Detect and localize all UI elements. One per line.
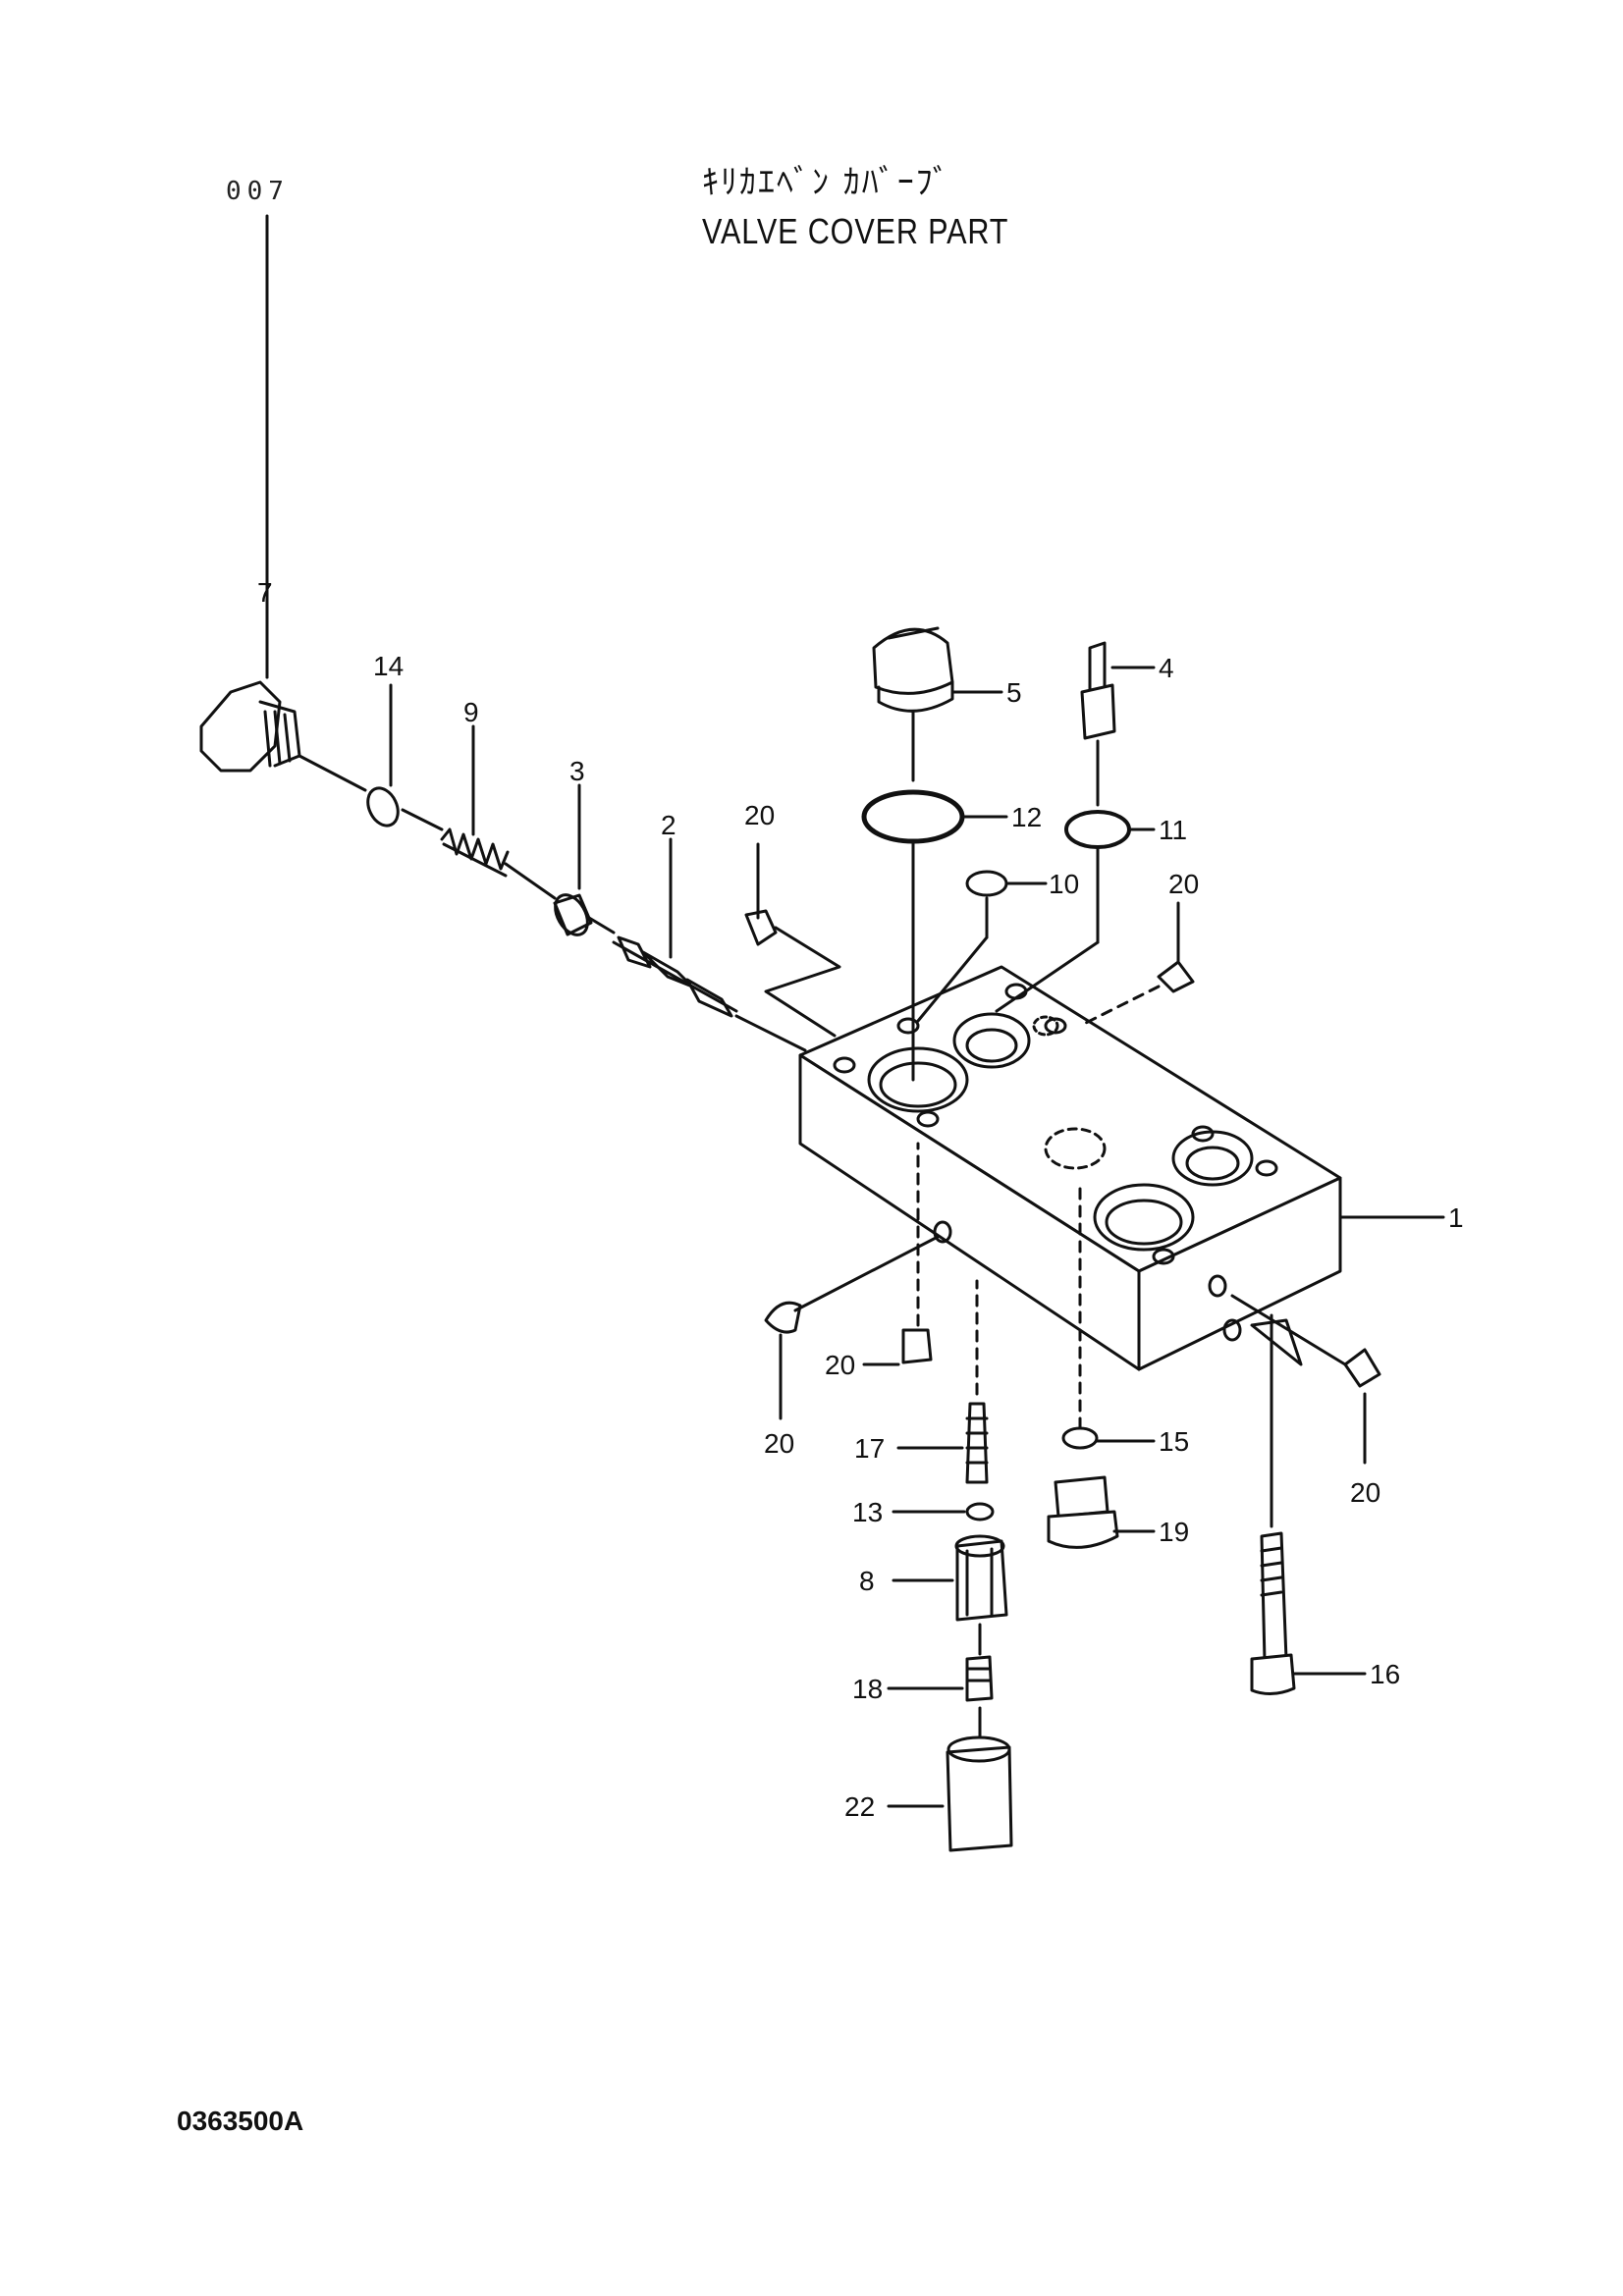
screw-part-20-left (764, 1235, 940, 1420)
callout-2: 2 (661, 810, 676, 840)
spool-part-2 (612, 837, 738, 1018)
screw-part-20-top-left (744, 842, 841, 1038)
callout-15: 15 (1159, 1426, 1189, 1457)
callout-8: 8 (859, 1566, 875, 1596)
callout-7: 7 (257, 577, 273, 608)
callout-17: 17 (854, 1433, 885, 1464)
title-japanese: ｷﾘｶｴﾍﾞﾝ ｶﾊﾞｰﾌﾞ (702, 163, 951, 202)
spring-part-9 (440, 724, 510, 878)
stud-part-17 (896, 1279, 989, 1484)
callout-14: 14 (373, 651, 404, 681)
callout-20-top-left: 20 (744, 800, 775, 830)
callout-9: 9 (463, 697, 479, 727)
nut-part-8 (892, 1534, 1008, 1622)
screw-part-20-right (1230, 1294, 1381, 1465)
callout-22: 22 (844, 1791, 875, 1822)
callout-1: 1 (1448, 1202, 1464, 1233)
callout-20-left: 20 (764, 1428, 794, 1459)
seat-part-3 (553, 783, 593, 936)
sleeve-part-22 (887, 1706, 1013, 1852)
oring-part-13 (965, 1502, 995, 1522)
plug-part-19 (1047, 1475, 1156, 1549)
callout-12: 12 (1011, 802, 1042, 832)
callout-20-bottom: 20 (825, 1350, 855, 1380)
callout-10: 10 (1049, 869, 1079, 899)
callout-3: 3 (569, 756, 585, 786)
plug-part-7 (199, 214, 301, 773)
screw-part-20-bottom (862, 1142, 933, 1366)
valve-cover-block (798, 965, 1342, 1371)
oring-part-11 (1064, 810, 1131, 849)
drawing-code: 0363500A (177, 2106, 304, 2136)
screw-part-20-top-right (1078, 901, 1195, 1028)
callout-19: 19 (1159, 1517, 1189, 1547)
plug-cap-part-5 (872, 626, 1003, 782)
title-english: VALVE COVER PART (702, 211, 1009, 251)
cap-screw-part-16 (1250, 1313, 1367, 1695)
callout-16: 16 (1370, 1659, 1400, 1689)
callout-20-top-right: 20 (1168, 869, 1199, 899)
callout-20-right: 20 (1350, 1477, 1380, 1508)
callout-18: 18 (852, 1674, 883, 1704)
plug-part-18 (887, 1623, 994, 1702)
pin-part-4 (1080, 641, 1156, 807)
oring-part-14 (366, 786, 400, 828)
callout-11: 11 (1159, 815, 1187, 845)
callout-4: 4 (1159, 653, 1174, 683)
oring-part-15 (1061, 1426, 1099, 1450)
callout-5: 5 (1006, 677, 1022, 708)
oring-part-10 (965, 870, 1008, 897)
callout-13: 13 (852, 1497, 883, 1527)
page-number: 007 (226, 177, 290, 206)
oring-part-12 (861, 789, 965, 844)
